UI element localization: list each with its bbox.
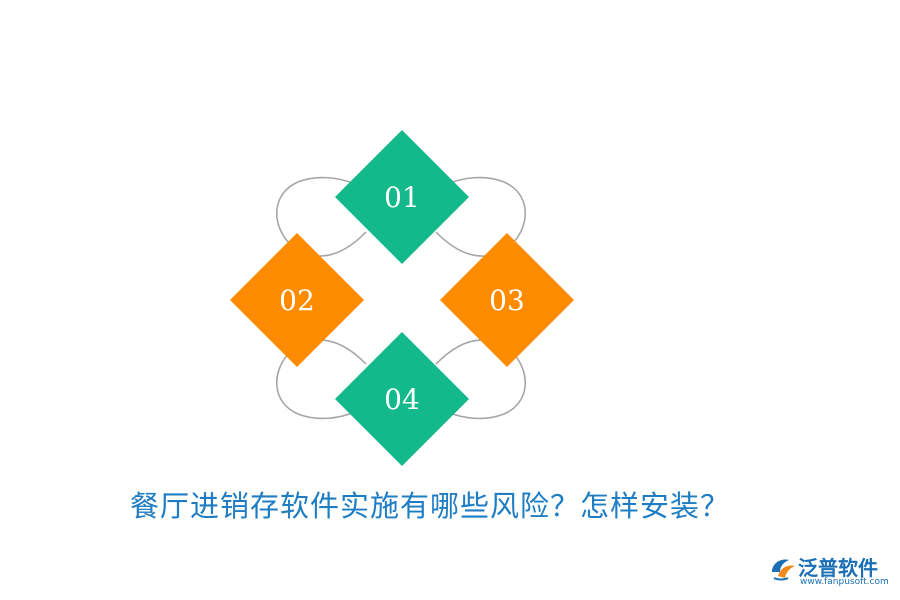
diamond-node-03: 03 [440,233,574,367]
diamond-node-01: 01 [335,130,469,264]
brand-logo: 泛普软件 www.fanpusoft.com [768,552,896,592]
diamond-node-02: 02 [230,233,364,367]
node-label: 04 [384,383,420,416]
connector-curves [275,176,527,420]
node-label: 02 [279,284,315,317]
diamond-shape [440,233,574,367]
diagram-caption: 餐厅进销存软件实施有哪些风险？怎样安装？ [129,489,730,523]
diamond-node-04: 04 [335,332,469,466]
diamond-shape [230,233,364,367]
node-label: 01 [384,181,420,214]
brand-url: www.fanpusoft.com [800,577,889,587]
brand-name: 泛普软件 [798,556,878,580]
connector-loop-top-right [435,176,527,257]
fanpu-logo-icon [772,559,795,581]
connector-loop-bottom-right [435,339,527,420]
connector-loop-top-left [275,176,367,257]
node-label: 03 [489,284,525,317]
diamond-shape [335,130,469,264]
diamond-shape [335,332,469,466]
connector-loop-bottom-left [275,339,367,420]
